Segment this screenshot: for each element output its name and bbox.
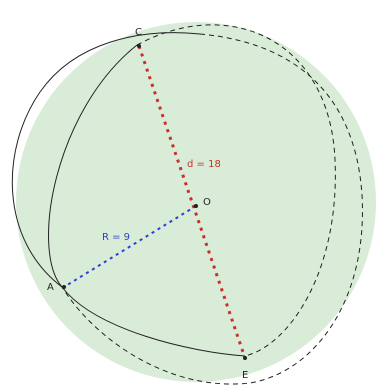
great-circle-front-arc	[48, 44, 246, 357]
point-a-label: A	[47, 282, 54, 293]
great-circle-back-arc	[136, 24, 336, 357]
radius-segment	[63, 205, 197, 288]
point-c-label: C	[135, 27, 142, 38]
second-circle-back-arc	[61, 33, 363, 385]
point-e	[243, 356, 247, 360]
sphere-disk	[16, 22, 376, 382]
point-e-label: E	[242, 370, 248, 381]
diameter-label: d = 18	[187, 159, 221, 170]
point-o	[194, 204, 198, 208]
diameter-segment	[137, 45, 247, 359]
radius-label: R = 9	[102, 232, 130, 243]
second-circle-front-arc	[11, 32, 201, 288]
point-c	[137, 44, 141, 48]
point-a	[62, 285, 66, 289]
point-o-label: O	[203, 197, 211, 208]
